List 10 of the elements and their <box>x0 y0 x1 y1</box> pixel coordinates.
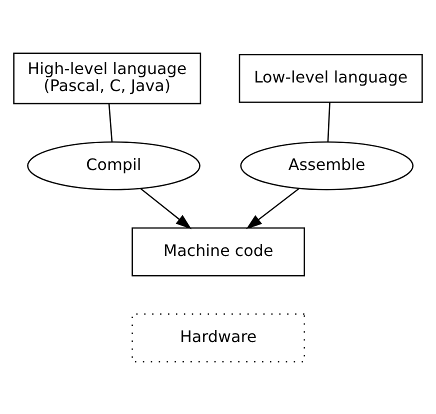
node-box: Machine code <box>132 226 306 276</box>
node-box: High-level language (Pascal, C, Java) <box>13 52 202 104</box>
node-box: Low-level language <box>238 53 423 102</box>
arrow <box>140 188 192 229</box>
arrow <box>246 188 300 229</box>
connector <box>108 103 113 142</box>
node-ellipse: Assemble <box>240 140 414 190</box>
node-ellipse: Compil <box>27 140 200 190</box>
node-box: Hardware <box>132 312 306 362</box>
connector <box>327 102 330 142</box>
